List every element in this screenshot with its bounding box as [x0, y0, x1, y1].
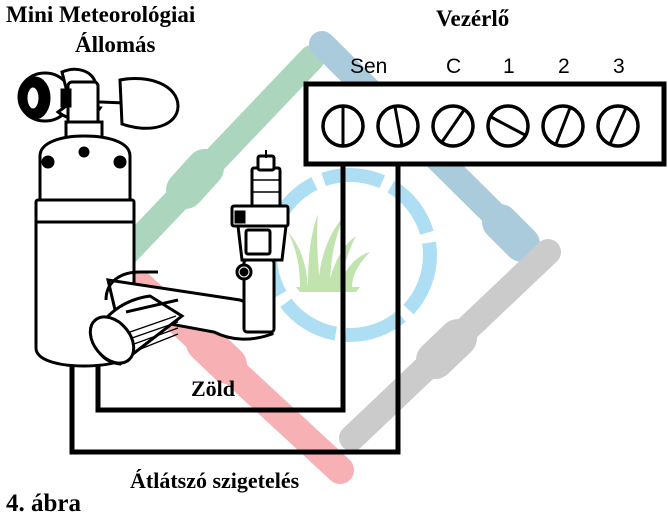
watermark-circle [263, 168, 437, 342]
grass-icon [288, 214, 370, 292]
insulation-wire-label: Átlátszó szigetelés [130, 468, 300, 493]
terminal-label-sen: Sen [350, 55, 388, 78]
weather-station-icon [17, 67, 290, 368]
rain-collector [88, 294, 185, 366]
controller-terminal-strip [303, 81, 667, 167]
station-title-line-2: Állomás [75, 32, 156, 57]
green-wire [95, 126, 346, 413]
terminal-screw-sen-1 [321, 104, 365, 148]
watermark-gray-bar [339, 239, 561, 451]
terminal-screw-1 [486, 104, 530, 148]
station-title-line-1: Mini Meteorológiai [6, 2, 196, 27]
terminal-label-c: C [446, 55, 462, 78]
terminal-label-1: 1 [503, 55, 515, 78]
terminal-screw-2 [541, 104, 585, 148]
rain-sensor-unit [230, 150, 290, 281]
watermark-green-bar [97, 45, 325, 283]
terminal-label-2: 2 [558, 55, 570, 78]
terminal-screw-3 [596, 104, 640, 148]
terminal-label-3: 3 [613, 55, 625, 78]
terminal-screw-c [431, 104, 475, 148]
green-wire-label: Zöld [191, 376, 236, 401]
clear-insulation-wire [69, 126, 401, 455]
figure-label: 4. ábra [6, 490, 81, 517]
controller-title: Vezérlő [436, 6, 510, 31]
wires [69, 126, 401, 455]
terminal-screw-sen-2 [376, 104, 420, 148]
anemometer-icon [17, 67, 180, 130]
